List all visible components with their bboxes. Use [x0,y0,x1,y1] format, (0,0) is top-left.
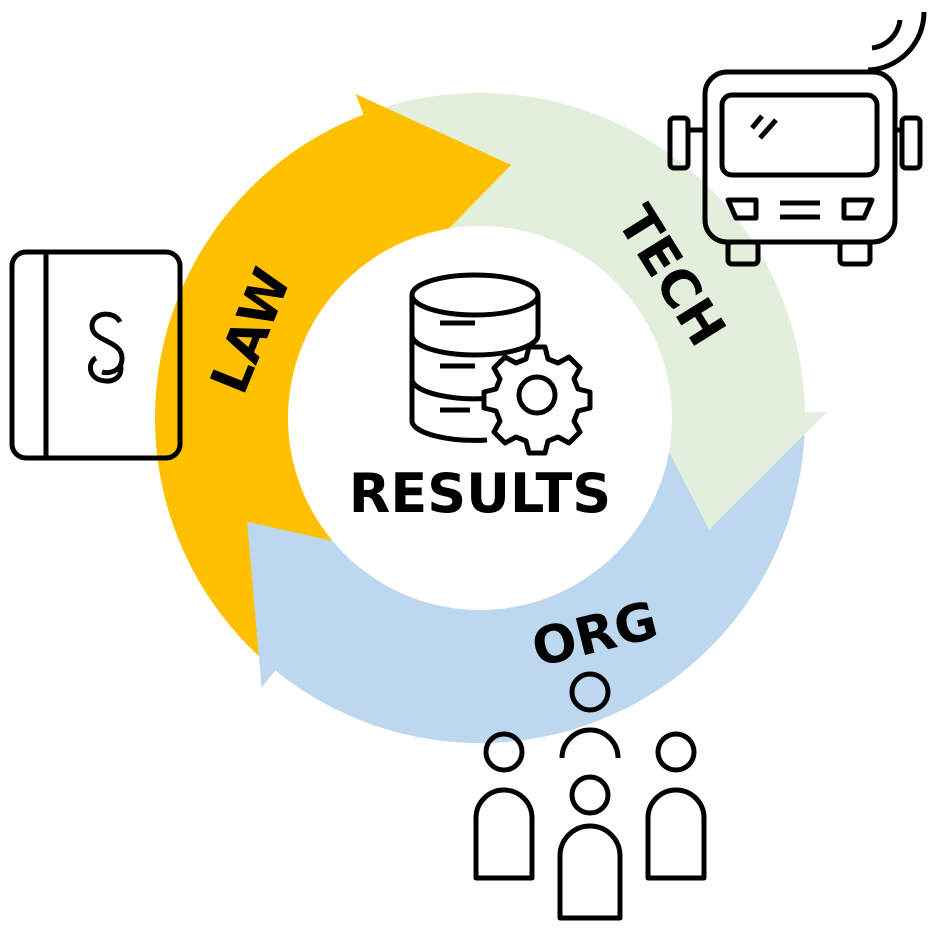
center-circle [288,226,672,610]
center-title: RESULTS [348,462,612,525]
arrow-head-tech [649,411,827,530]
people-group-icon [473,671,707,921]
arrow-body-law [155,112,417,667]
connected-bus-icon [667,11,927,267]
arrow-head-org [247,521,374,688]
arrow-body-org [271,418,806,743]
law-book-icon [9,249,183,461]
arrow-head-law [355,94,512,260]
database-gear-icon [409,272,593,456]
